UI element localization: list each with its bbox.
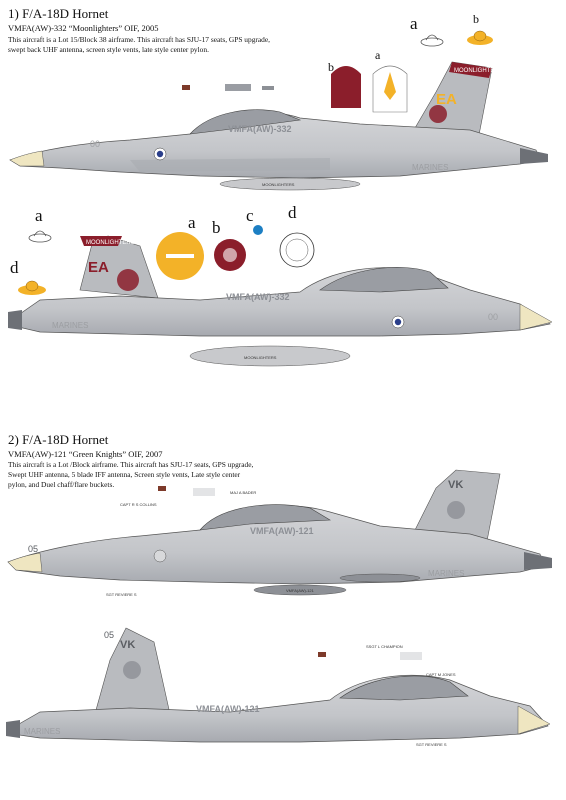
aircraft-2-subtitle: VMFA(AW)-121 “Green Knights” OIF, 2007 [8,449,163,459]
aircraft-1-profile-right [8,235,553,367]
aircraft-1-tail-band-right: MOONLIGHTERS [86,240,135,246]
aircraft-2-side-code-right: VMFA(AW)-121 [196,704,260,714]
aircraft-1-tank-text-right: MOONLIGHTERS [244,355,277,360]
aircraft-1-profile-left [9,61,548,191]
marine-emblem-decal [214,239,246,271]
shield-decal-outline [372,65,408,113]
aircraft-2-marines: MARINES [428,569,464,578]
aircraft-1-modex: 00 [90,139,100,149]
blue-dot-decal [253,225,263,235]
insignia-key-letter: a [410,14,418,33]
aircraft-1-marines: MARINES [412,163,448,172]
insignia-key-letter: b [212,218,221,237]
aircraft-1-modex-right: 00 [488,312,498,322]
aircraft-2-tail-letters: VK [448,479,463,491]
aircraft-1-side-code: VMFA(AW)-332 [228,124,292,134]
saucer-decal-gold [467,30,493,45]
aircraft-2-description-line: Swept UHF antenna, 5 blade IFF antenna, … [8,470,241,479]
insignia-key-letter: d [10,258,19,277]
aircraft-1-marines-right: MARINES [52,321,88,330]
insignia-key-letter: d [288,203,297,222]
canopy-name-3: SGT REVIERE S [106,592,137,597]
aircraft-2-profile-right [6,627,551,743]
aircraft-2-tank-text: VMFA(AW)-121 [286,588,315,593]
aircraft-1-description-line: swept back UHF antenna, screen style ven… [8,45,209,54]
canopy-name-1: CAPT R S COLLINS [120,502,157,507]
aircraft-2-modex-right: 05 [104,630,114,640]
round-badge-decal [279,232,315,268]
aircraft-1-title: 1) F/A-18D Hornet [8,6,109,21]
saucer-decal-left [28,230,52,243]
canopy-name-5: SSGT L CHAMPION [366,644,403,649]
aircraft-1-tail-letters: EA [436,91,457,108]
canopy-name-2: MAJ A BADER [230,490,256,495]
aircraft-1-tail-letters-right: EA [88,259,109,276]
insignia-key-letter: a [35,206,43,225]
aircraft-2-marines-right: MARINES [24,727,60,736]
aircraft-2-title: 2) F/A-18D Hornet [8,432,109,447]
aircraft-1-tank-text: MOONLIGHTERS [262,182,295,187]
insignia-key-letter: b [473,12,479,26]
aircraft-2-description-line: pylon, and Duel chaff/flare buckets. [8,480,115,489]
saucer-decal-gold-left [18,280,46,295]
aircraft-2-description: This aircraft is a Lot /Block airframe. … [8,460,253,490]
aircraft-2-side-code: VMFA(AW)-121 [250,526,314,536]
aircraft-1-tail-band: MOONLIGHTERS [454,68,503,74]
aircraft-1-side-code-right: VMFA(AW)-332 [226,292,290,302]
aircraft-1-description-line: This aircraft is a Lot 15/Block 38 airfr… [8,35,270,44]
insignia-key-letter: b [328,60,334,74]
aircraft-2-profile-left [7,469,552,596]
aircraft-1-subtitle: VMFA(AW)-332 “Moonlighters” OIF, 2005 [8,23,159,33]
aircraft-2-modex: 05 [28,544,38,554]
aircraft-2-description-line: This aircraft is a Lot /Block airframe. … [8,460,254,469]
aircraft-1-description: This aircraft is a Lot 15/Block 38 airfr… [8,35,270,55]
moon-emblem-decal [156,232,204,280]
canopy-name-4: CAPT M JONES [426,672,456,677]
shield-decal-maroon [331,66,361,108]
canopy-name-6: SGT REVIERE S [416,742,447,747]
saucer-decal [420,34,444,47]
aircraft-2-tail-letters-right: VK [120,639,135,651]
insignia-key-letter: c [246,206,254,225]
insignia-key-letter: a [375,48,381,62]
insignia-key-letter: a [188,213,196,232]
